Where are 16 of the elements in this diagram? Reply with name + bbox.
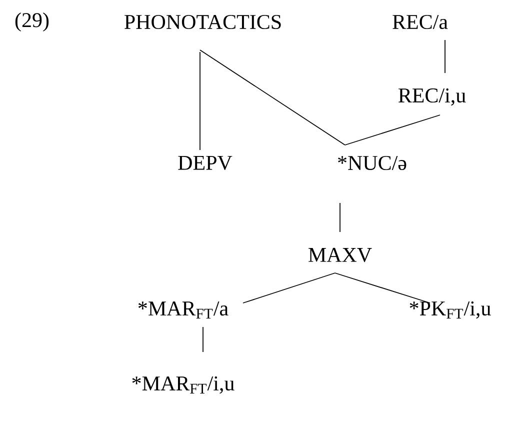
- constraint-label: REC/a: [392, 14, 448, 30]
- constraint-label: *PK$_{FT}$/i,u: [410, 301, 491, 319]
- constraint-label: REC/i,u: [398, 88, 466, 106]
- constraint-label: *MAR$_{FT}$/i,u: [132, 376, 234, 394]
- ranking-line: [344, 114, 440, 146]
- constraint-label: MAXV: [308, 248, 372, 262]
- ranking-line: [444, 40, 446, 74]
- constraint-label: *MAR$_{FT}$/a: [138, 302, 228, 318]
- ranking-line: [200, 50, 346, 146]
- ranking-line: [242, 272, 336, 304]
- constraint-label: *NUC/ə: [338, 156, 406, 170]
- constraint-label: PHONOTACTICS: [124, 14, 281, 30]
- ranking-line: [202, 326, 204, 352]
- constraint-label: DEPV: [178, 156, 232, 170]
- example-number: (29): [15, 12, 49, 32]
- ranking-line: [334, 272, 430, 304]
